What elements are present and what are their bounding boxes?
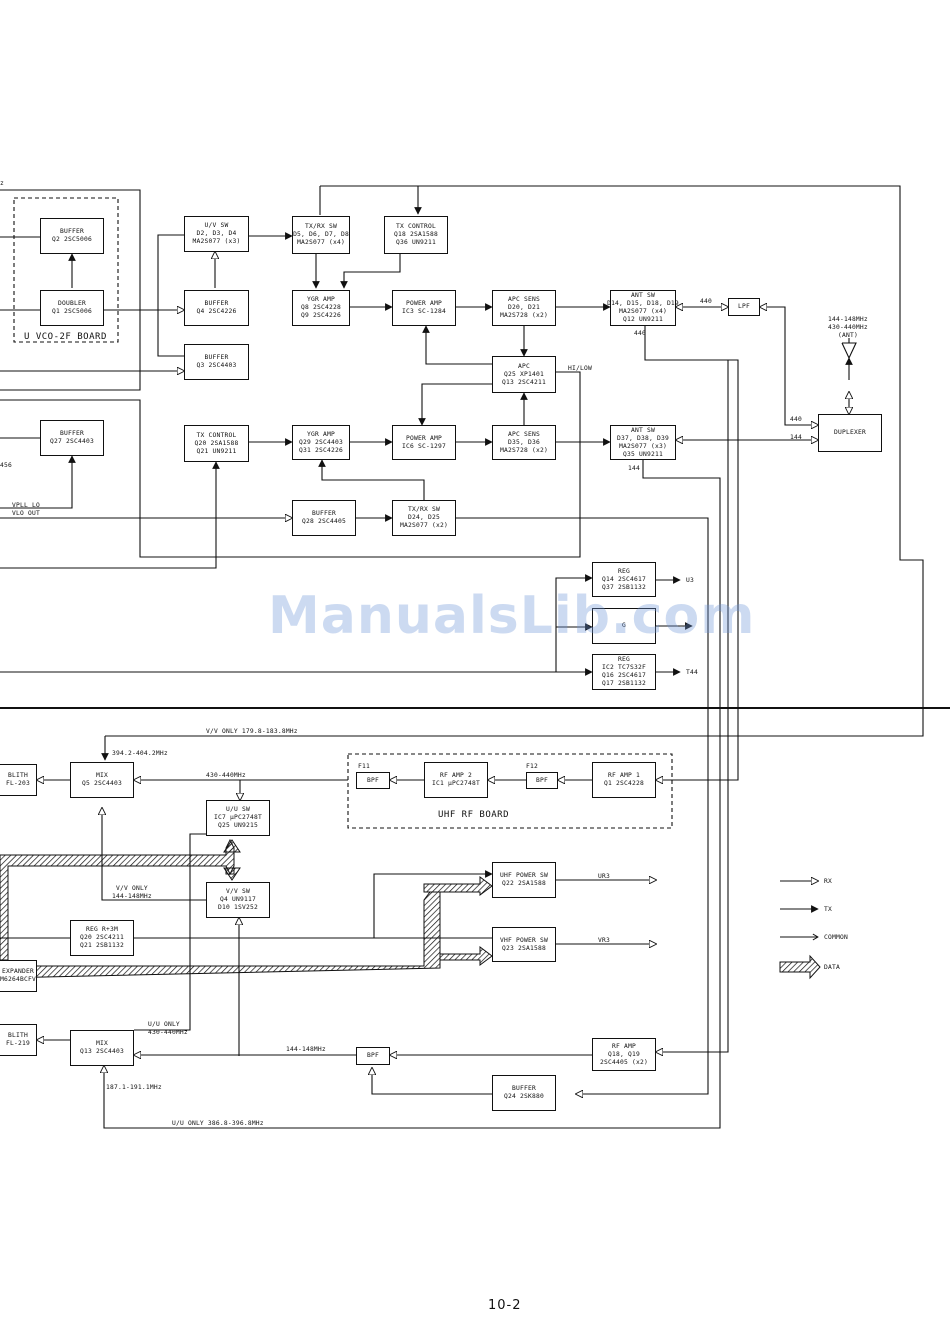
reg-g-block: G — [592, 608, 656, 644]
label-144-duplexer: 144 — [790, 434, 802, 441]
f11-label: F11 — [358, 763, 370, 770]
freq-187-label: 187.1-191.1MHz — [106, 1084, 162, 1091]
hi-low-label: HI/LOW — [568, 365, 592, 372]
ur3-label: UR3 — [598, 873, 610, 880]
label-144-ant: 144 — [628, 465, 640, 472]
vpll-lo-label: VPLL LO — [12, 502, 40, 509]
fragment-456-label: 456 — [0, 462, 12, 469]
u-vco-board-label: U VCO-2F BOARD — [24, 332, 107, 342]
ant-name-label: (ANT) — [838, 332, 858, 339]
page-number: 10-2 — [488, 1298, 522, 1313]
vv-only-mid-label-2: 144-148MHz — [112, 893, 152, 900]
freq-144-label: 144-148MHz — [286, 1046, 326, 1053]
lpf-block: LPF — [728, 298, 760, 316]
uu-only-label-1: U/U ONLY — [148, 1021, 180, 1028]
vlo-out-label: VLO OUT — [12, 510, 40, 517]
legend-rx-label: RX — [824, 878, 832, 885]
label-440-ant: 440 — [634, 330, 646, 337]
ant-freq-label-1: 144-148MHz — [828, 316, 868, 323]
legend-data-label: DATA — [824, 964, 840, 971]
u3-label: U3 — [686, 577, 694, 584]
t44-label: T44 — [686, 669, 698, 676]
uu-only-label-2: 430-440MHz — [148, 1029, 188, 1036]
fragment-z-label: z — [0, 180, 4, 187]
legend-tx-label: TX — [824, 906, 832, 913]
uu-only-bottom-label: U/U ONLY 386.8-396.8MHz — [172, 1120, 264, 1127]
freq-394-label: 394.2-404.2MHz — [112, 750, 168, 757]
bpf-f11-block: BPF — [356, 772, 390, 789]
f12-label: F12 — [526, 763, 538, 770]
ant-freq-label-2: 430-440MHz — [828, 324, 868, 331]
legend-common-label: COMMON — [824, 934, 848, 941]
bpf-f12-block: BPF — [526, 772, 558, 789]
label-440-duplexer: 440 — [790, 416, 802, 423]
watermark: ManualsLib.com — [268, 586, 756, 646]
vr3-label: VR3 — [598, 937, 610, 944]
uhf-rf-board-label: UHF RF BOARD — [438, 810, 510, 820]
vv-only-mid-label-1: V/V ONLY — [116, 885, 148, 892]
freq-430-label: 430-440MHz — [206, 772, 246, 779]
bpf-bottom-block: BPF — [356, 1047, 390, 1065]
label-440-lpf: 440 — [700, 298, 712, 305]
duplexer-block: DUPLEXER — [818, 414, 882, 452]
vv-only-top-label: V/V ONLY 179.8-183.8MHz — [206, 728, 298, 735]
